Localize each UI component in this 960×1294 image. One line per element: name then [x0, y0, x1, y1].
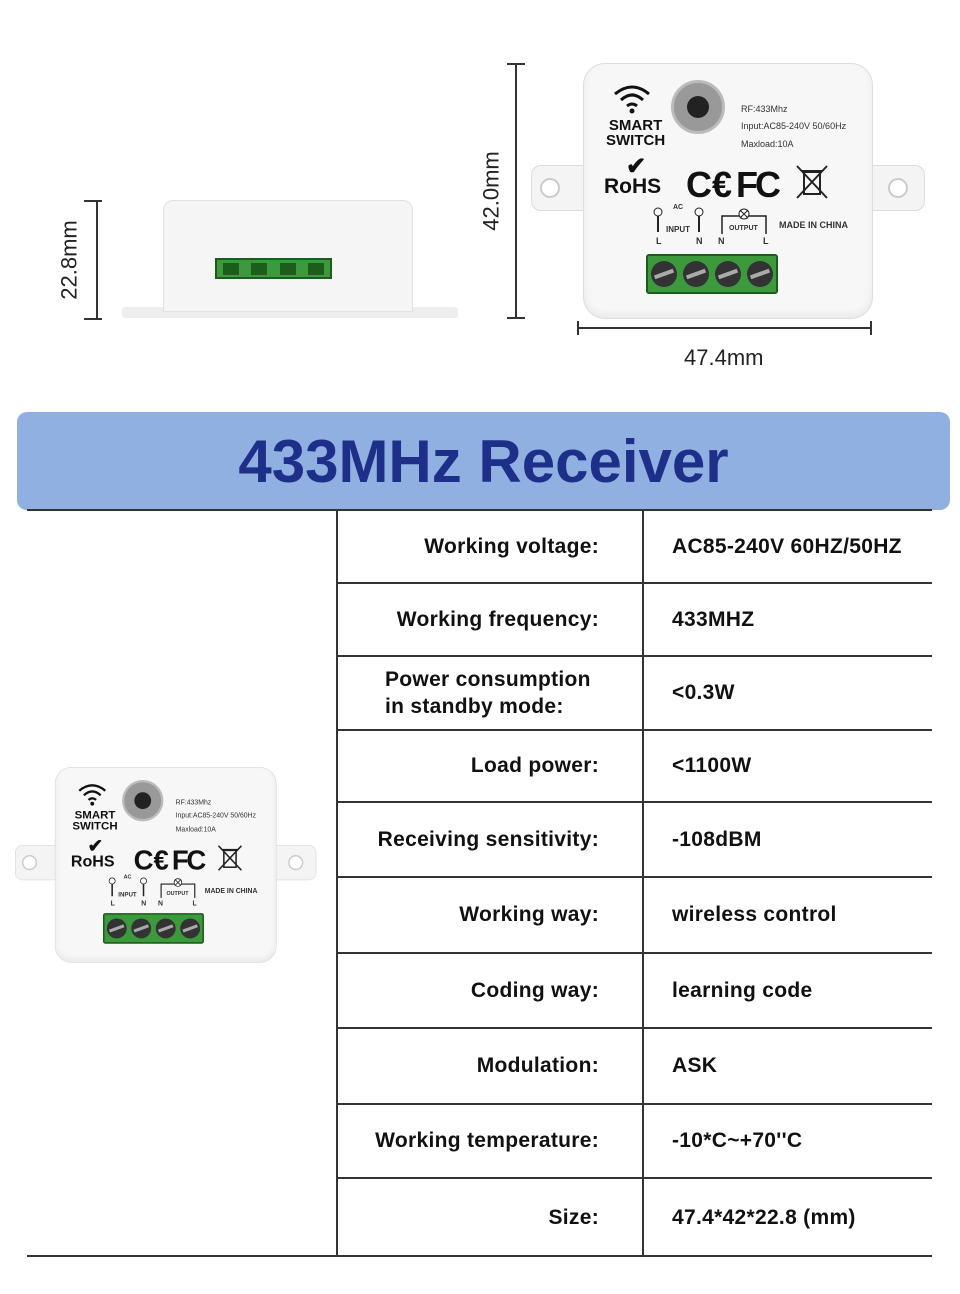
spec-label: Working voltage: — [424, 534, 599, 558]
spec-value: wireless control — [672, 903, 837, 926]
terminal-n-label: N — [158, 899, 164, 907]
spec-row: Load power: <1100W — [337, 731, 932, 803]
spec-label: Power consumption in standby mode: — [385, 668, 591, 718]
output-label: OUTPUT — [166, 890, 189, 897]
fcc-mark: FC — [736, 164, 781, 205]
terminal-l-label: L — [656, 236, 662, 246]
spec-label: Size: — [548, 1205, 599, 1229]
spec-label: Working temperature: — [375, 1129, 599, 1152]
spec-value: 47.4*42*22.8 (mm) — [672, 1205, 856, 1229]
learn-button — [122, 780, 164, 822]
made-in-label: MADE IN CHINA — [204, 887, 258, 895]
width-label: 47.4mm — [684, 345, 764, 370]
ac-label: AC — [123, 874, 132, 881]
input-spec-label: Input:AC85-240V 50/60Hz — [741, 121, 847, 131]
spec-value: ASK — [672, 1054, 718, 1077]
switch-label: SWITCH — [72, 819, 118, 833]
terminal-n-label: N — [718, 236, 725, 246]
made-in-label: MADE IN CHINA — [779, 220, 848, 230]
banner-title: 433MHz Receiver — [238, 427, 729, 495]
spec-row: Size: 47.4*42*22.8 (mm) — [337, 1179, 932, 1256]
spec-row: Working voltage: AC85-240V 60HZ/50HZ — [337, 511, 932, 584]
spec-row: Working frequency: 433MHZ — [337, 584, 932, 657]
rf-label: RF:433Mhz — [175, 798, 212, 807]
check-icon: ✔ — [87, 835, 104, 857]
terminal-l-label: L — [110, 899, 115, 907]
weee-bin-icon — [794, 164, 830, 205]
check-icon: ✔ — [626, 153, 647, 180]
spec-row: Working way: wireless control — [337, 878, 932, 954]
spec-value: -108dBM — [672, 827, 762, 851]
spec-label: Modulation: — [476, 1054, 599, 1077]
wiring-diagram-icon — [652, 206, 772, 243]
rohs-mark: RoHS — [70, 852, 115, 871]
maxload-label: Maxload:10A — [741, 139, 794, 149]
fcc-mark: FC — [171, 844, 206, 876]
terminal-n-label: N — [696, 236, 703, 246]
spec-row: Coding way: learning code — [337, 954, 932, 1029]
input-spec-label: Input:AC85-240V 50/60Hz — [175, 811, 257, 820]
spec-label: Working way: — [459, 903, 599, 926]
spec-value: <0.3W — [672, 681, 735, 704]
ac-label: AC — [673, 204, 684, 211]
spec-value: <1100W — [672, 754, 752, 777]
height-label: 22.8mm — [56, 220, 82, 300]
wiring-diagram-icon — [108, 876, 200, 904]
maxload-label: Maxload:10A — [175, 825, 216, 833]
input-label: INPUT — [118, 890, 137, 898]
spec-value: 433MHZ — [672, 607, 755, 631]
spec-label: Load power: — [470, 754, 599, 777]
length-label: 42.0mm — [478, 151, 504, 231]
rf-label: RF:433Mhz — [741, 104, 788, 114]
ce-mark: C€ — [133, 844, 169, 876]
receiver-front-view-small: SMART SWITCH RF:433Mhz Input:AC85-240V 5… — [15, 767, 317, 966]
terminal-block-side — [215, 258, 332, 279]
ce-mark: C€ — [686, 164, 733, 205]
terminal-l-label: L — [763, 236, 769, 246]
wifi-icon — [77, 783, 108, 810]
terminal-n-label: N — [141, 899, 147, 907]
terminal-block — [646, 254, 778, 294]
spec-row: Receiving sensitivity: -108dBM — [337, 803, 932, 878]
spec-label: Working frequency: — [396, 607, 599, 631]
terminal-block — [102, 913, 204, 944]
spec-value: learning code — [672, 978, 813, 1002]
receiver-front-view: SMART SWITCH RF:433Mhz Input:AC85-240V 5… — [531, 63, 925, 323]
title-banner: 433MHz Receiver — [17, 412, 950, 510]
terminal-l-label: L — [192, 899, 197, 907]
learn-button — [671, 80, 725, 134]
rohs-mark: RoHS — [604, 175, 662, 198]
spec-row: Working temperature: -10*C~+70''C — [337, 1105, 932, 1179]
weee-bin-icon — [216, 844, 244, 875]
smart-label: SMART — [74, 808, 116, 822]
output-label: OUTPUT — [729, 225, 758, 232]
spec-label: Receiving sensitivity: — [377, 827, 599, 851]
spec-row: Modulation: ASK — [337, 1029, 932, 1105]
switch-label: SWITCH — [606, 132, 666, 149]
spec-value: AC85-240V 60HZ/50HZ — [672, 534, 902, 558]
spec-row: Power consumption in standby mode: <0.3W — [337, 657, 932, 731]
spec-label: Coding way: — [470, 978, 599, 1002]
smart-label: SMART — [608, 117, 663, 134]
spec-value: -10*C~+70''C — [672, 1129, 803, 1152]
wifi-icon — [612, 84, 652, 119]
input-label: INPUT — [666, 225, 690, 234]
